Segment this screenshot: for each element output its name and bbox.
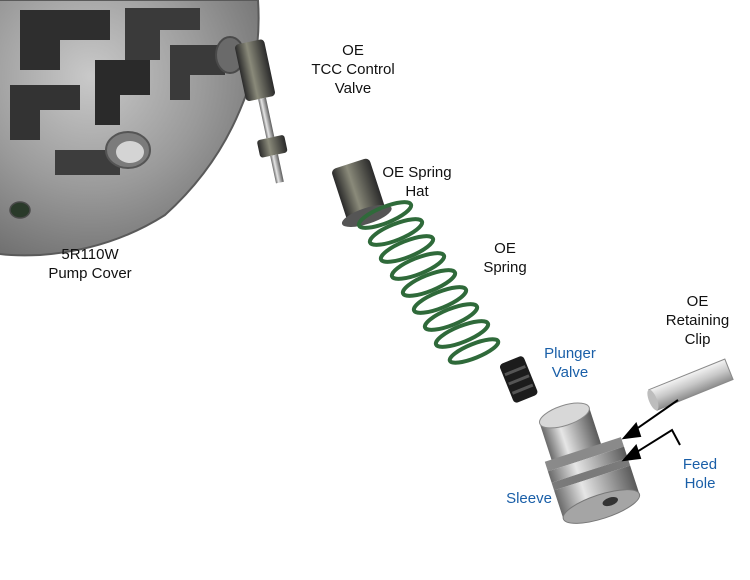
- label-sleeve: Sleeve: [506, 490, 552, 507]
- clip-arrow: [621, 399, 679, 440]
- retaining-clip: [647, 358, 734, 411]
- plunger-valve: [499, 356, 538, 403]
- label-plunger-valve: Plunger Valve: [544, 345, 596, 381]
- label-oe-tcc-control-valve: OE TCC Control Valve: [311, 42, 395, 97]
- label-feed-hole: Feed Hole: [682, 456, 718, 492]
- label-pump-cover: 5R110W Pump Cover: [48, 246, 132, 282]
- label-oe-retaining-clip: OE Retaining Clip: [665, 293, 730, 348]
- tcc-control-valve: [235, 39, 288, 184]
- feed-hole-arrow: [621, 428, 681, 462]
- sleeve-part: [539, 402, 641, 524]
- oe-spring-coils: [356, 200, 501, 365]
- label-oe-spring: OE Spring: [483, 240, 527, 276]
- label-oe-spring-hat: OE Spring Hat: [382, 164, 452, 200]
- pump-cover-housing: [0, 0, 260, 257]
